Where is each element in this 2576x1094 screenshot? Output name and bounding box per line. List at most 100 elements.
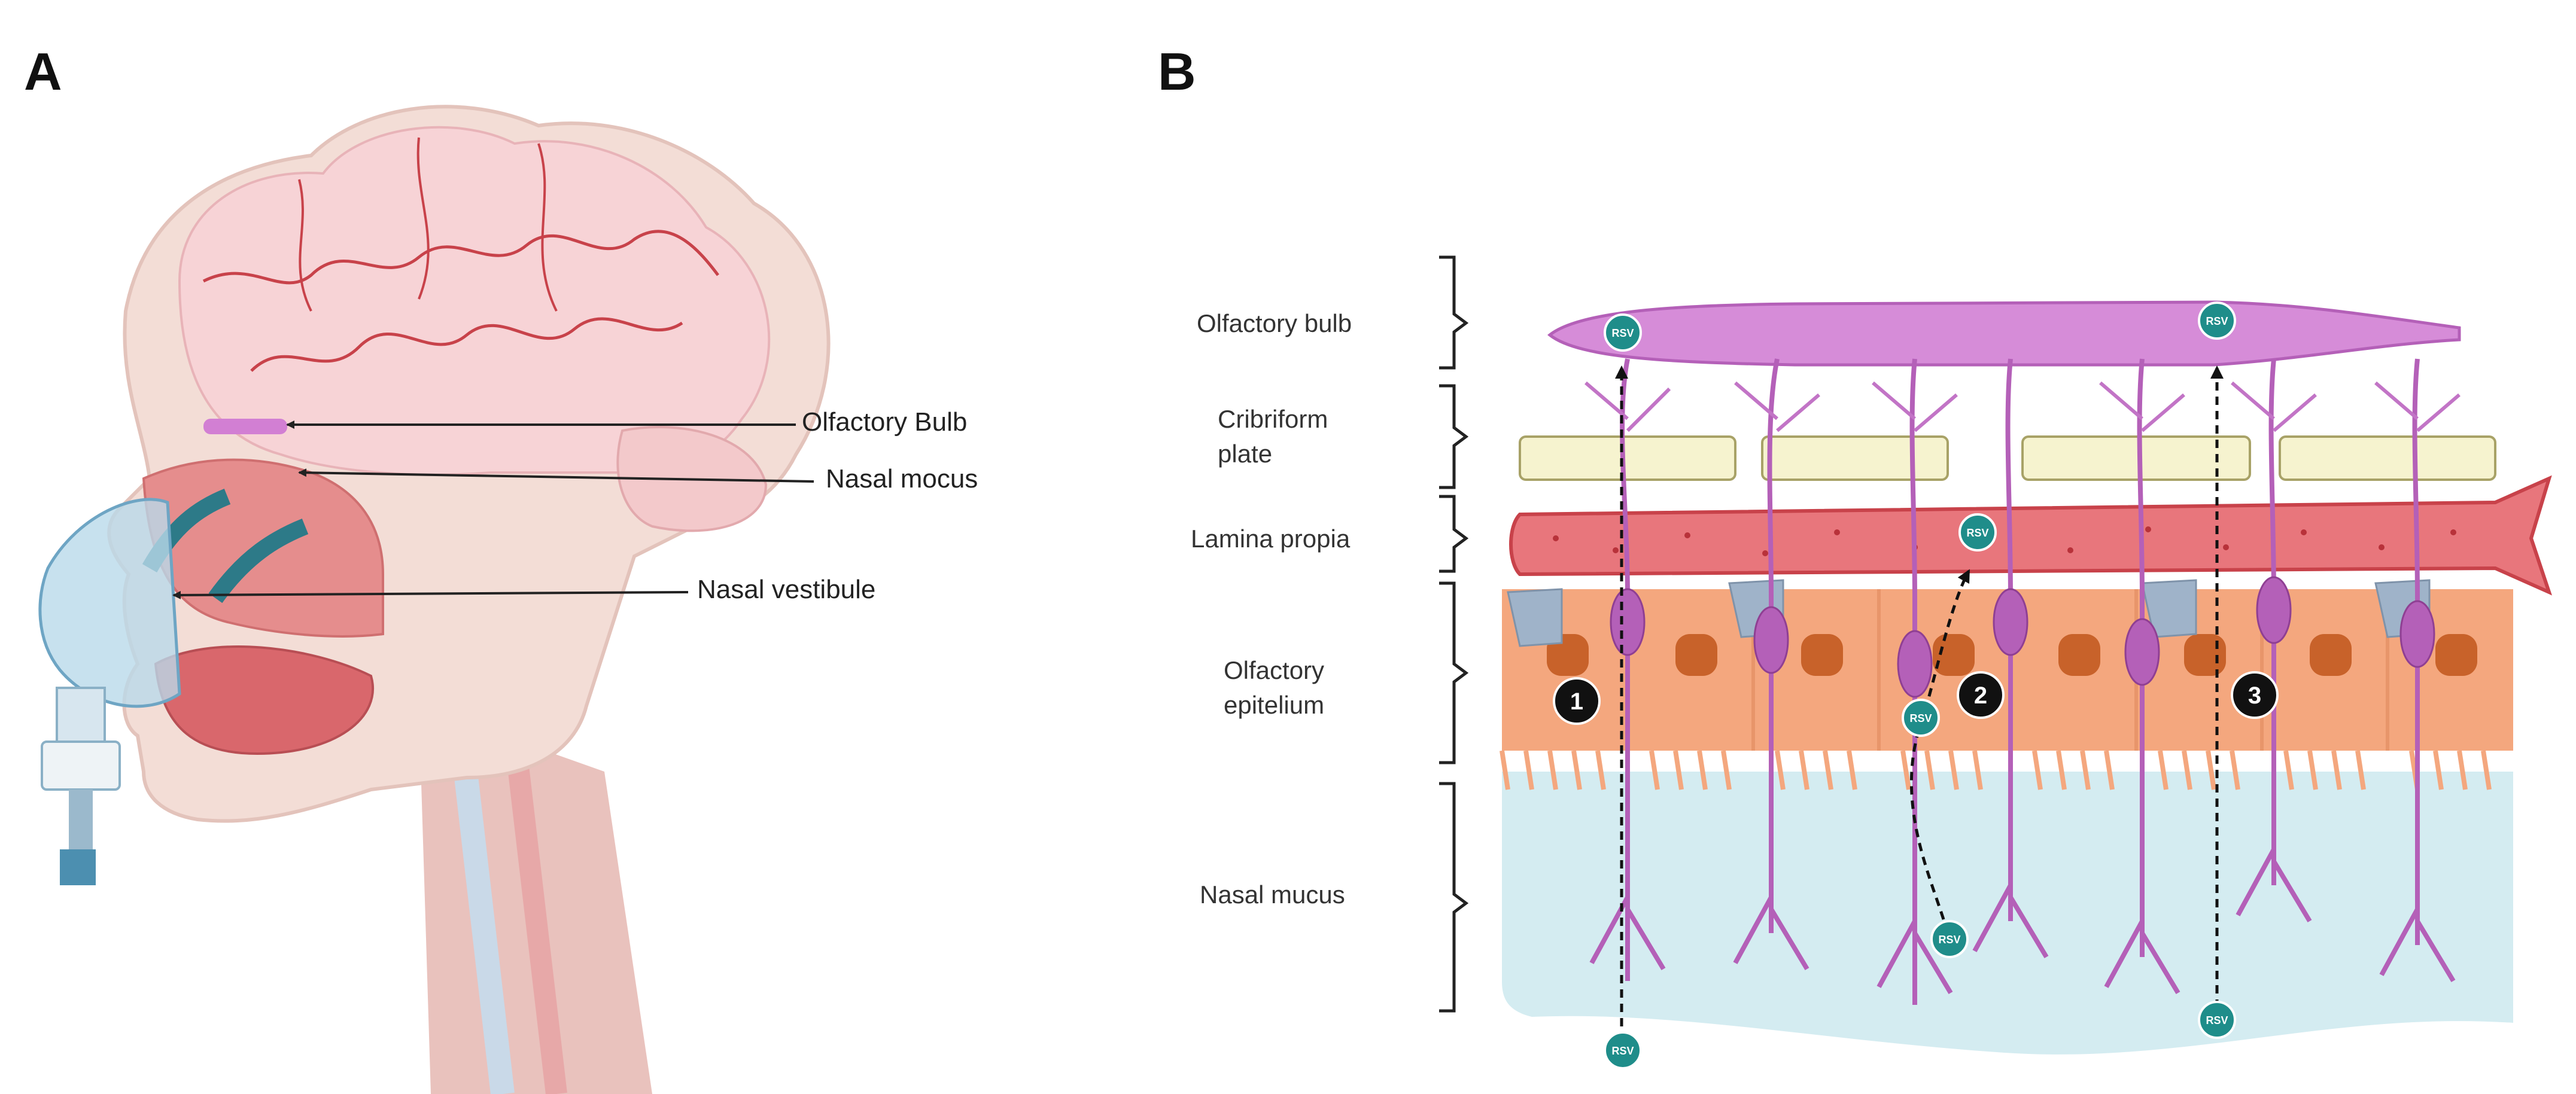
plate-bar xyxy=(2021,435,2251,481)
label-nasal-mocus: Nasal mocus xyxy=(826,464,978,493)
neuron-soma xyxy=(1993,588,2028,656)
blood-dot xyxy=(2301,529,2307,535)
cell-nucleus xyxy=(2310,634,2352,676)
blood-dot xyxy=(2145,526,2151,532)
neuron-axon xyxy=(1877,358,1953,1005)
rsv-label: RSV xyxy=(2206,1014,2228,1026)
support-cells xyxy=(1507,579,2431,647)
cell-nucleus xyxy=(2435,634,2477,676)
rsv-particle: RSV xyxy=(1902,699,1940,737)
plate-bar xyxy=(1761,435,1949,481)
blood-dot xyxy=(2379,544,2385,550)
blood-dot xyxy=(2223,544,2229,550)
brain-shape xyxy=(178,126,771,476)
brace-olfactory-bulb xyxy=(1439,255,1469,370)
cell-nucleus xyxy=(1547,634,1589,676)
layer-label-olfactory-epitelium: Olfactory epitelium xyxy=(1224,656,1331,719)
neuron-axon xyxy=(1733,358,1809,971)
plate-bar xyxy=(1519,435,1736,481)
rsv-particles: RSV RSV RSV RSV RSV RSV RSV xyxy=(1604,301,2236,1069)
nebulizer-connector xyxy=(60,849,96,885)
cell-nucleus xyxy=(1933,634,1975,676)
label-olfactory-bulb: Olfactory Bulb xyxy=(802,407,967,437)
neuron-soma xyxy=(2124,618,2160,686)
rsv-particle: RSV xyxy=(2198,1001,2236,1039)
tongue-shape xyxy=(154,645,375,755)
cell-nucleus xyxy=(2184,634,2226,676)
support-cell xyxy=(2141,579,2197,638)
olfactory-bulb-small xyxy=(203,419,287,434)
route-number-3: 3 xyxy=(2248,682,2261,709)
nebulizer-cup xyxy=(41,740,121,791)
route-number-2: 2 xyxy=(1974,682,1987,709)
neuron-somas xyxy=(1610,576,2435,698)
brace-olfactory-epitelium xyxy=(1439,581,1469,764)
neuron-soma xyxy=(2256,576,2292,644)
cell-nucleus xyxy=(1675,634,1717,676)
rsv-label: RSV xyxy=(1611,327,1634,339)
layer-label-olfactory-bulb: Olfactory bulb xyxy=(1197,309,1352,337)
cribriform-word: Cribriform xyxy=(1218,405,1328,433)
blood-dot xyxy=(1553,535,1559,541)
rsv-label: RSV xyxy=(1909,712,1932,724)
neuron-soma xyxy=(1610,588,1646,656)
rsv-particle: RSV xyxy=(1958,513,1997,551)
cilia xyxy=(1500,750,2492,790)
blood-dot xyxy=(1762,550,1768,556)
neuron-axon xyxy=(2104,358,2180,995)
airflow-arrow xyxy=(208,519,309,604)
rsv-circle xyxy=(1958,513,1997,551)
rsv-circle xyxy=(1930,920,1969,958)
brain-vessel xyxy=(298,137,558,312)
esophagus-shape xyxy=(504,734,567,1094)
plate-word: plate xyxy=(1218,440,1272,468)
rsv-particle: RSV xyxy=(2198,301,2236,340)
route-marker-3 xyxy=(2231,671,2279,719)
brace-nasal-mucus xyxy=(1439,782,1469,1013)
neuron-soma xyxy=(1753,606,1789,674)
cell-nucleus xyxy=(1801,634,1843,676)
face-mask xyxy=(38,498,181,708)
epithelium-nuclei xyxy=(1547,634,2477,676)
blood-dot xyxy=(1613,547,1619,553)
panel-a-letter: A xyxy=(24,42,62,101)
olfactory-bulb-spindle xyxy=(1547,300,2461,367)
leader-nasal-vestibule xyxy=(172,590,689,599)
nasal-mucus-region xyxy=(1502,772,2513,1055)
epitelium-word: epitelium xyxy=(1224,691,1324,719)
neuron-axon xyxy=(1589,358,1666,981)
blood-dot xyxy=(2450,529,2456,535)
blood-dot xyxy=(2067,547,2073,553)
neuron-soma xyxy=(1897,630,1933,698)
cell-nucleus xyxy=(2058,634,2100,676)
layer-label-lamina-propia: Lamina propia xyxy=(1191,525,1351,553)
rsv-particle: RSV xyxy=(1604,1031,1642,1069)
dendrite-branches xyxy=(1584,381,2461,432)
rsv-routes xyxy=(1615,365,2224,1041)
rsv-circle xyxy=(1604,1031,1642,1069)
layer-label-cribriform-plate: Cribriform plate xyxy=(1218,405,1335,468)
leader-nasal-mocus xyxy=(298,468,814,483)
brace-lamina-propia xyxy=(1439,495,1469,573)
rsv-particle: RSV xyxy=(1930,920,1969,958)
neuron-soma xyxy=(2399,600,2435,668)
nebulizer-tube xyxy=(69,790,93,849)
brace-cribriform-plate xyxy=(1439,384,1469,489)
route-marker-2 xyxy=(1957,671,2005,719)
rsv-label: RSV xyxy=(1611,1045,1634,1057)
nebulizer-body xyxy=(56,687,106,743)
olfactory-neurons xyxy=(1589,358,2456,1005)
label-nasal-vestibule: Nasal vestibule xyxy=(697,575,875,604)
blood-dot xyxy=(1684,532,1690,538)
blood-dot xyxy=(1834,529,1840,535)
olfactory-word: Olfactory xyxy=(1224,656,1324,684)
neuron-axon xyxy=(1972,358,2049,959)
rsv-circle xyxy=(1902,699,1940,737)
rsv-circle xyxy=(1604,313,1642,352)
route-markers: 1 2 3 xyxy=(1553,671,2279,725)
panel-b-letter: B xyxy=(1158,42,1196,101)
rsv-label: RSV xyxy=(1938,934,1960,946)
layer-braces xyxy=(1439,255,1469,1013)
